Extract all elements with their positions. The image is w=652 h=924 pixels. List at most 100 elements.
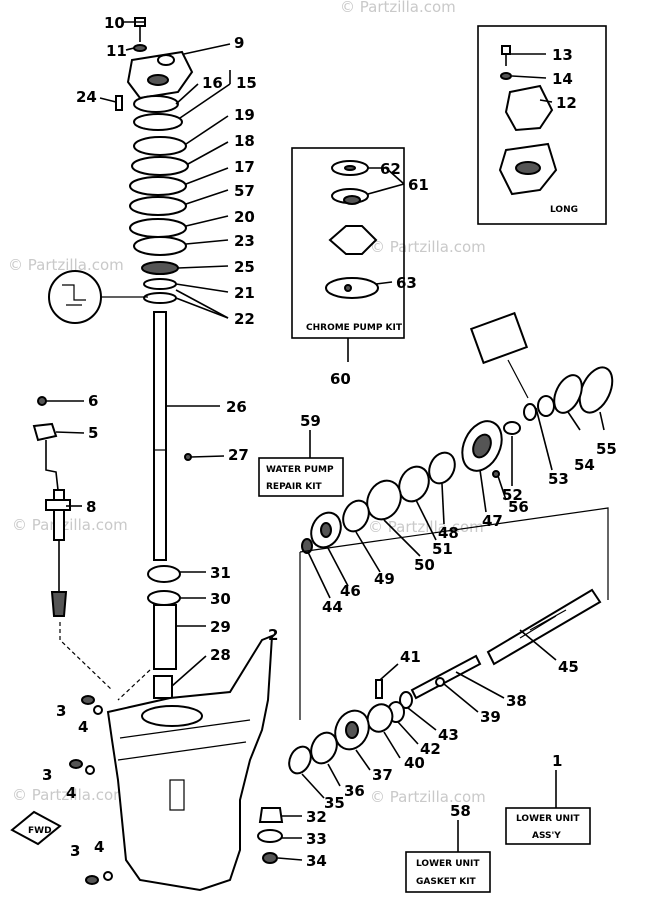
label-31: 31	[210, 564, 231, 582]
seal-21	[143, 278, 177, 290]
key-detail-callout	[48, 270, 102, 324]
leader-38	[455, 671, 505, 699]
label-32: 32	[306, 808, 327, 826]
water-pump-kit-group: WATER PUMP REPAIR KIT	[258, 430, 344, 497]
gearcase-edge-1	[119, 719, 251, 739]
label-52: 52	[502, 486, 523, 504]
label-19: 19	[234, 106, 255, 124]
gearcase-body	[106, 634, 274, 892]
watermark-center: © Partzilla.com	[368, 518, 484, 536]
leader-43	[407, 707, 437, 731]
label-57: 57	[234, 182, 255, 200]
label-38: 38	[506, 692, 527, 710]
seal-22	[143, 292, 177, 304]
leader-36	[327, 763, 341, 787]
label-21: 21	[234, 284, 255, 302]
label-25: 25	[234, 258, 255, 276]
label-13: 13	[552, 46, 573, 64]
label-12: 12	[556, 94, 577, 112]
leader-54	[567, 411, 581, 431]
label-14: 14	[552, 70, 573, 88]
key-detail-shape	[62, 284, 86, 306]
screw-6	[37, 396, 47, 406]
label-58: 58	[450, 802, 471, 820]
water-pump-kit-line2: REPAIR KIT	[266, 482, 323, 492]
bolt-3-bottom	[85, 875, 99, 885]
label-35: 35	[324, 794, 345, 812]
leader-61b	[385, 167, 405, 185]
pump-housing-outlet	[157, 54, 175, 66]
label-37: 37	[372, 766, 393, 784]
leader-9	[183, 43, 231, 55]
water-pump-kit-line1: WATER PUMP	[266, 465, 334, 475]
leader-44	[307, 551, 331, 599]
leader-21	[175, 283, 229, 293]
leader-20	[185, 215, 229, 227]
label-8: 8	[86, 498, 96, 516]
leader-37	[355, 749, 371, 771]
label-17: 17	[234, 158, 255, 176]
label-4-bottom: 4	[94, 838, 104, 856]
leader-47	[479, 469, 487, 513]
leader-24	[99, 97, 117, 103]
gasket-57	[129, 196, 187, 216]
label-15: 15	[236, 74, 257, 92]
pin-41	[375, 679, 383, 699]
label-4-mid: 4	[66, 784, 76, 802]
shift-rod-8	[53, 489, 65, 541]
label-11: 11	[106, 42, 127, 60]
fwd-arrow	[10, 810, 62, 846]
holder-5	[32, 422, 58, 442]
lower-unit-assy-line2: ASS'Y	[532, 831, 561, 841]
label-40: 40	[404, 754, 425, 772]
gasket-kit-box	[405, 851, 491, 893]
fwd-label: FWD	[28, 826, 52, 836]
label-20: 20	[234, 208, 255, 226]
key-detail-box	[469, 311, 529, 365]
watermark-top: © Partzilla.com	[340, 0, 456, 16]
cartridge-62-hole	[344, 165, 356, 171]
label-59: 59	[300, 412, 321, 430]
leader-12	[539, 99, 553, 103]
shift-rod-upper	[45, 440, 59, 491]
water-pump-kit-box	[258, 457, 344, 497]
label-62: 62	[380, 160, 401, 178]
insert-61-center	[343, 195, 361, 205]
lower-case-2: FWD	[10, 634, 284, 892]
watermark-bottom-left: © Partzilla.com	[12, 786, 128, 804]
gearcase-leader	[117, 669, 151, 701]
label-60: 60	[330, 370, 351, 388]
plate-63-hole	[344, 284, 352, 292]
leader-48	[441, 483, 445, 525]
shim-35	[288, 745, 312, 775]
label-3-top: 3	[56, 702, 66, 720]
leader-5	[55, 431, 85, 434]
leader-17	[185, 167, 229, 185]
gear-37-hole	[345, 721, 359, 739]
insert-16	[133, 95, 179, 113]
leader-40	[383, 731, 401, 759]
leader-63	[375, 281, 393, 285]
housing-12-hole	[515, 161, 541, 175]
watermark-mid-left: © Partzilla.com	[12, 516, 128, 534]
leader-49	[355, 531, 381, 573]
bolt-32	[258, 807, 284, 823]
slider-38	[410, 654, 482, 700]
leader-34	[277, 857, 303, 861]
nut-34	[262, 852, 278, 864]
leader-61a	[367, 183, 405, 195]
chrome-pump-kit-group: CHROME PUMP KIT	[291, 147, 405, 362]
plate-18	[131, 156, 189, 176]
label-45: 45	[558, 658, 579, 676]
label-56: 56	[508, 498, 529, 516]
lower-unit-assy-box	[505, 807, 591, 845]
bolt-3-mid	[69, 759, 83, 769]
label-9: 9	[234, 34, 244, 52]
clip-27	[184, 453, 192, 461]
label-5: 5	[88, 424, 98, 442]
gear-33	[257, 829, 283, 843]
spacer-55	[578, 366, 614, 414]
leader-22a	[175, 289, 229, 319]
leader-46	[327, 547, 349, 587]
leader-22b	[175, 297, 229, 319]
